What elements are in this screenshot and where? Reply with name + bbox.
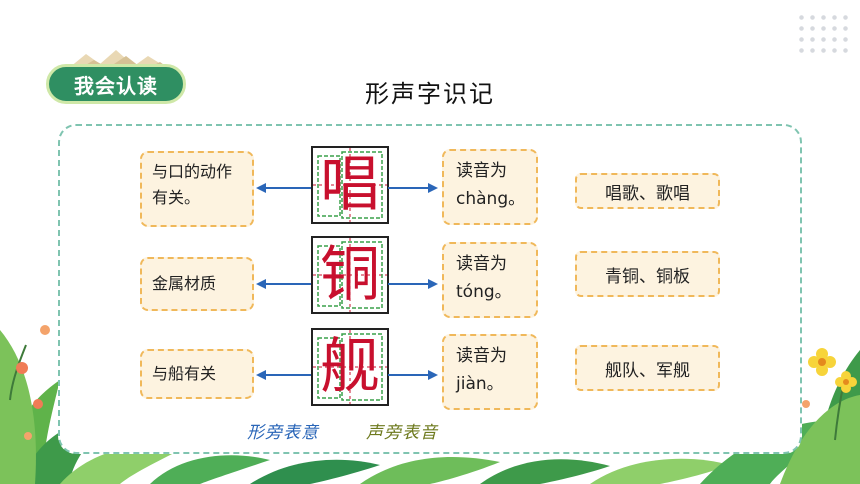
arrow-left-icon <box>256 183 312 193</box>
character-grid: 舰 <box>311 328 389 406</box>
reading-box: 读音为 tóng。 <box>442 242 538 318</box>
character-grid: 铜 <box>311 236 389 314</box>
character: 舰 <box>320 332 380 402</box>
reading-box: 读音为 chàng。 <box>442 149 538 225</box>
section-badge: 我会认读 <box>46 48 188 108</box>
meaning-text: 与船有关 <box>152 364 217 383</box>
grid-guides <box>313 148 387 222</box>
flower-icon <box>16 325 857 440</box>
arrow-left-icon <box>256 370 312 380</box>
arrow-right-icon <box>388 370 438 380</box>
arrow-right-icon <box>388 279 438 289</box>
pinyin-text: jiàn。 <box>456 374 504 394</box>
meaning-box: 与船有关 <box>140 349 254 399</box>
reading-box: 读音为 jiàn。 <box>442 334 538 410</box>
legend-sound-side: 声旁表音 <box>366 423 438 443</box>
word-examples-text: 唱歌、歌唱 <box>605 183 690 204</box>
arrow-left-icon <box>256 279 312 289</box>
meaning-box: 金属材质 <box>140 257 254 311</box>
meaning-text: 与口的动作有关。 <box>152 162 233 207</box>
character: 唱 <box>320 150 380 220</box>
leaf-icon <box>0 330 860 484</box>
grid-guides <box>313 330 387 404</box>
pinyin-text: tóng。 <box>456 282 512 302</box>
legend-form-side: 形旁表意 <box>247 423 319 443</box>
section-badge-pill: 我会认读 <box>46 64 186 104</box>
word-examples: 舰队、军舰 <box>575 345 720 391</box>
meaning-text: 金属材质 <box>152 274 217 293</box>
word-examples-text: 青铜、铜板 <box>605 266 690 287</box>
meaning-box: 与口的动作有关。 <box>140 151 254 227</box>
section-badge-label: 我会认读 <box>74 73 158 98</box>
reading-prefix: 读音为 <box>456 254 507 274</box>
word-examples: 青铜、铜板 <box>575 251 720 297</box>
arrow-right-icon <box>388 183 438 193</box>
word-examples-text: 舰队、军舰 <box>605 360 690 381</box>
dot-grid-icon <box>796 12 848 56</box>
character: 铜 <box>320 240 380 310</box>
grid-guides <box>313 238 387 312</box>
reading-prefix: 读音为 <box>456 346 507 366</box>
page-title: 形声字识记 <box>365 80 495 108</box>
pinyin-text: chàng。 <box>456 189 526 209</box>
reading-prefix: 读音为 <box>456 161 507 181</box>
character-grid: 唱 <box>311 146 389 224</box>
word-examples: 唱歌、歌唱 <box>575 173 720 209</box>
